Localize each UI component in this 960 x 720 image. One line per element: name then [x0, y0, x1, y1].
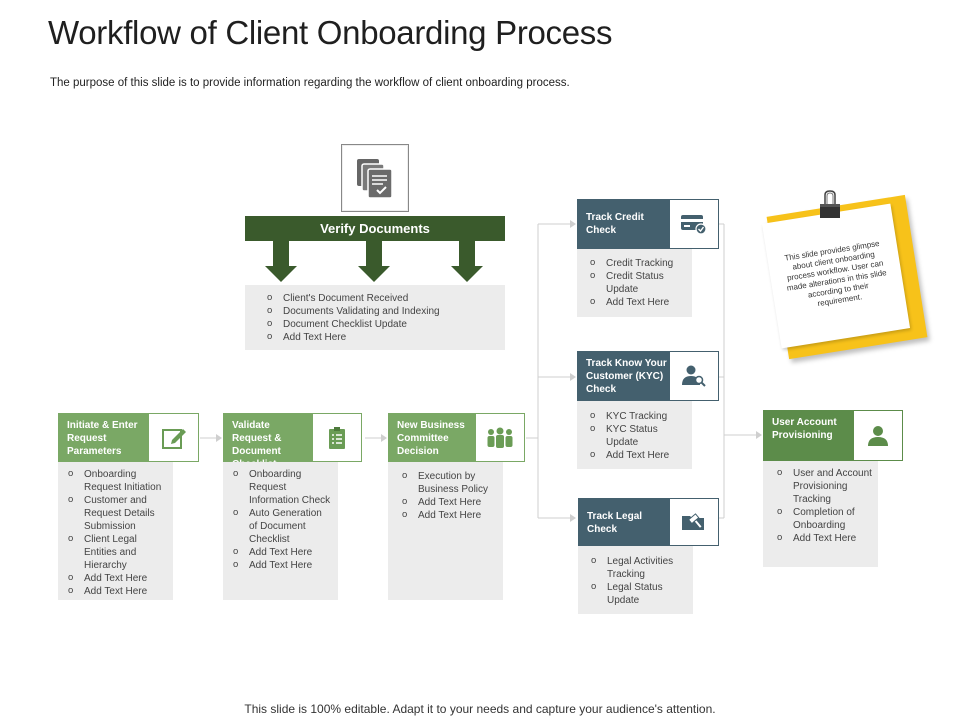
list-item: Add Text Here [263, 330, 505, 344]
step-label: New Business Committee Decision [388, 413, 475, 462]
list-item: Legal Status Update [587, 580, 689, 607]
final-user-provisioning: User Account Provisioning [763, 410, 903, 461]
list-item: Auto Generation of Document Checklist [229, 506, 332, 546]
list-item: Onboarding Request Initiation [64, 467, 167, 494]
list-item: Add Text Here [398, 508, 497, 522]
list-item: Execution by Business Policy [398, 469, 497, 496]
list-item: Add Text Here [398, 495, 497, 509]
list-item: Legal Activities Tracking [587, 554, 689, 581]
check-kyc-details: KYC Tracking KYC Status Update Add Text … [577, 401, 692, 469]
step-validate-details: Onboarding Request Information Check Aut… [223, 462, 338, 600]
final-label: User Account Provisioning [763, 410, 853, 461]
list-item: Add Text Here [773, 531, 874, 545]
step-validate-request: Validate Request & Document Checklist [223, 413, 362, 470]
documents-icon [357, 159, 393, 199]
check-credit: Track Credit Check [577, 199, 719, 249]
list-item: Add Text Here [64, 571, 167, 585]
list-item: Customer and Request Details Submission [64, 493, 167, 533]
legal-folder-icon [669, 498, 719, 546]
page-title: Workflow of Client Onboarding Process [48, 14, 613, 51]
page-subtitle: The purpose of this slide is to provide … [50, 77, 570, 89]
footer-note: This slide is 100% editable. Adapt it to… [244, 702, 716, 716]
team-icon [475, 413, 525, 462]
verify-arrows [265, 241, 483, 282]
check-label: Track Legal Check [578, 498, 669, 546]
list-item: Credit Status Update [586, 269, 688, 296]
final-details: User and Account Provisioning Tracking C… [763, 461, 878, 567]
step-label: Validate Request & Document Checklist [223, 413, 312, 470]
sticky-note-text: This slide provides glimpse about client… [783, 238, 888, 309]
list-item: Client's Document Received [263, 291, 505, 305]
list-item: Add Text Here [229, 558, 332, 572]
step-committee-details: Execution by Business Policy Add Text He… [388, 462, 503, 600]
check-credit-details: Credit Tracking Credit Status Update Add… [577, 249, 692, 317]
step-committee-decision: New Business Committee Decision [388, 413, 525, 462]
user-icon [853, 410, 903, 461]
edit-icon [148, 413, 199, 462]
list-item: Completion of Onboarding [773, 505, 874, 532]
list-item: Add Text Here [586, 295, 688, 309]
list-item: Document Checklist Update [263, 317, 505, 331]
check-kyc: Track Know Your Customer (KYC) Check [577, 351, 719, 401]
sticky-note: This slide provides glimpse about client… [761, 203, 911, 349]
check-legal: Track Legal Check [578, 498, 719, 546]
list-item: Credit Tracking [586, 256, 688, 270]
list-item: User and Account Provisioning Tracking [773, 466, 874, 506]
list-item: Onboarding Request Information Check [229, 467, 332, 507]
check-legal-details: Legal Activities Tracking Legal Status U… [578, 546, 693, 614]
user-search-icon [669, 351, 719, 401]
check-label: Track Credit Check [577, 199, 669, 249]
list-item: Add Text Here [586, 448, 688, 462]
list-item: Add Text Here [64, 584, 167, 598]
binder-clip-icon [820, 190, 840, 218]
clipboard-icon [312, 413, 362, 462]
credit-card-icon [669, 199, 719, 249]
documents-icon-box [341, 144, 409, 212]
verify-documents-bar: Verify Documents [245, 216, 505, 241]
list-item: KYC Tracking [586, 409, 688, 423]
step-initiate-request: Initiate & Enter Request Parameters [58, 413, 199, 462]
list-item: Documents Validating and Indexing [263, 304, 505, 318]
check-label: Track Know Your Customer (KYC) Check [577, 351, 669, 401]
verify-documents-details: Client's Document Received Documents Val… [245, 285, 505, 350]
list-item: Add Text Here [229, 545, 332, 559]
list-item: Client Legal Entities and Hierarchy [64, 532, 167, 572]
step-label: Initiate & Enter Request Parameters [58, 413, 148, 462]
step-initiate-details: Onboarding Request Initiation Customer a… [58, 462, 173, 600]
list-item: KYC Status Update [586, 422, 688, 449]
